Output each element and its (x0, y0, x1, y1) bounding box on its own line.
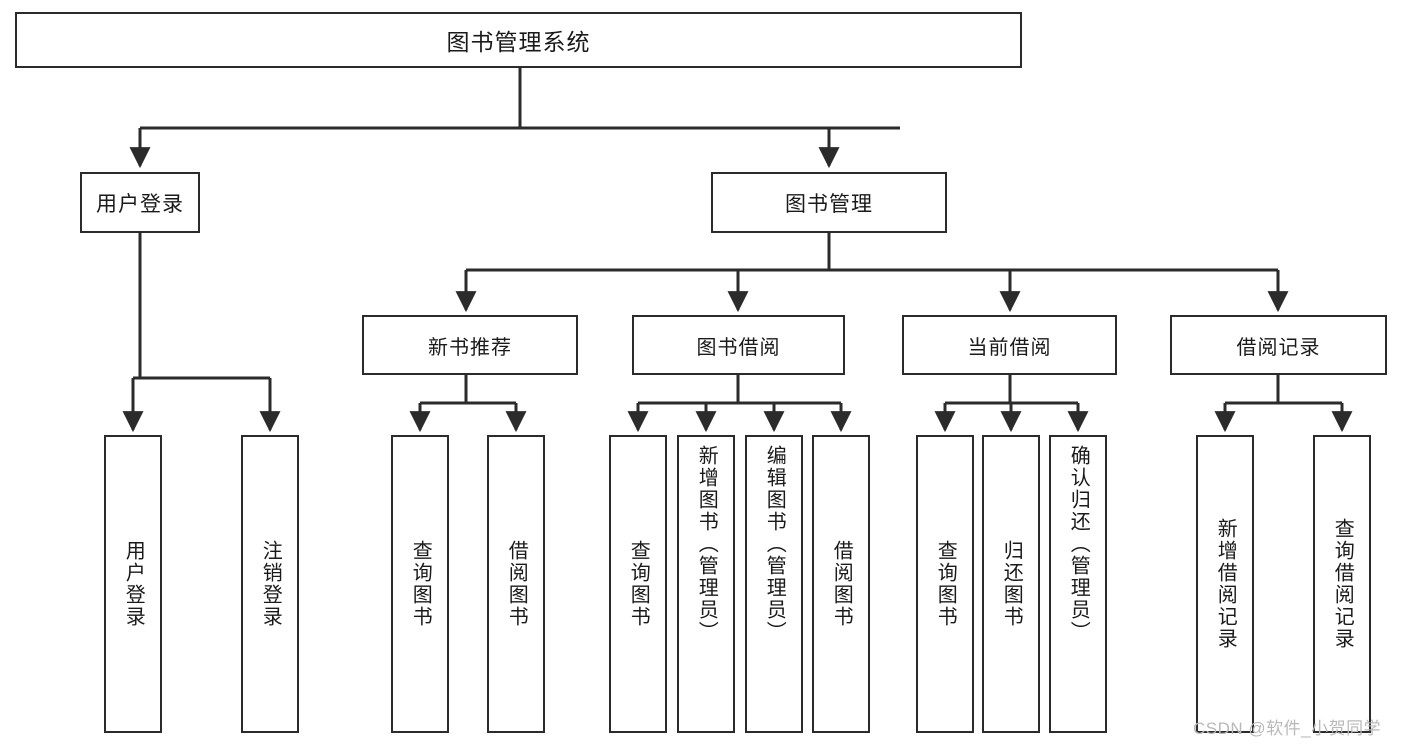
leaf-new-book-query[interactable]: 查询图书 (391, 435, 449, 733)
leaf-new-book-borrow[interactable]: 借阅图书 (487, 435, 545, 733)
node-label: 查询图书 (627, 540, 650, 628)
node-label: 借阅图书 (505, 540, 528, 628)
node-label: 新增图书（管理员） (695, 445, 718, 643)
node-label: 图书管理 (785, 192, 873, 216)
node-new-book-recommend[interactable]: 新书推荐 (362, 315, 578, 375)
node-label: 查询借阅记录 (1331, 518, 1354, 650)
leaf-borrow-borrow-book[interactable]: 借阅图书 (812, 435, 870, 733)
node-label: 借阅记录 (1236, 336, 1321, 359)
node-label: 确认归还（管理员） (1067, 445, 1090, 643)
leaf-borrow-query-book[interactable]: 查询图书 (609, 435, 667, 733)
node-current-borrow[interactable]: 当前借阅 (902, 315, 1117, 375)
leaf-record-query-record[interactable]: 查询借阅记录 (1313, 435, 1371, 733)
node-label: 用户登录 (96, 192, 184, 216)
leaf-user-login-signout[interactable]: 注销登录 (241, 435, 299, 733)
node-label: 查询图书 (409, 540, 432, 628)
node-label: 用户登录 (122, 540, 145, 628)
node-label: 当前借阅 (967, 336, 1052, 359)
leaf-borrow-add-book-admin[interactable]: 新增图书（管理员） (677, 435, 735, 733)
leaf-current-return-book[interactable]: 归还图书 (982, 435, 1040, 733)
node-label: 新书推荐 (428, 336, 512, 359)
node-borrow-record[interactable]: 借阅记录 (1170, 315, 1387, 375)
leaf-borrow-edit-book-admin[interactable]: 编辑图书（管理员） (745, 435, 803, 733)
node-label: 查询图书 (934, 540, 957, 628)
node-label: 归还图书 (1000, 540, 1023, 628)
leaf-current-confirm-return-admin[interactable]: 确认归还（管理员） (1049, 435, 1107, 733)
node-label: 借阅图书 (830, 540, 853, 628)
node-book-management[interactable]: 图书管理 (711, 172, 947, 233)
leaf-current-query-book[interactable]: 查询图书 (916, 435, 974, 733)
leaf-user-login-signin[interactable]: 用户登录 (104, 435, 162, 733)
node-label: 注销登录 (259, 540, 282, 628)
node-user-login[interactable]: 用户登录 (80, 172, 200, 233)
node-book-borrow[interactable]: 图书借阅 (632, 315, 845, 375)
watermark-text: CSDN @软件_小贺同学 (1193, 719, 1382, 738)
node-label: 编辑图书（管理员） (763, 445, 786, 643)
node-label: 图书管理系统 (446, 29, 591, 55)
node-label: 新增借阅记录 (1214, 518, 1237, 650)
leaf-record-add-record[interactable]: 新增借阅记录 (1196, 435, 1254, 733)
node-label: 图书借阅 (696, 336, 781, 359)
node-root-library-system[interactable]: 图书管理系统 (15, 12, 1022, 68)
